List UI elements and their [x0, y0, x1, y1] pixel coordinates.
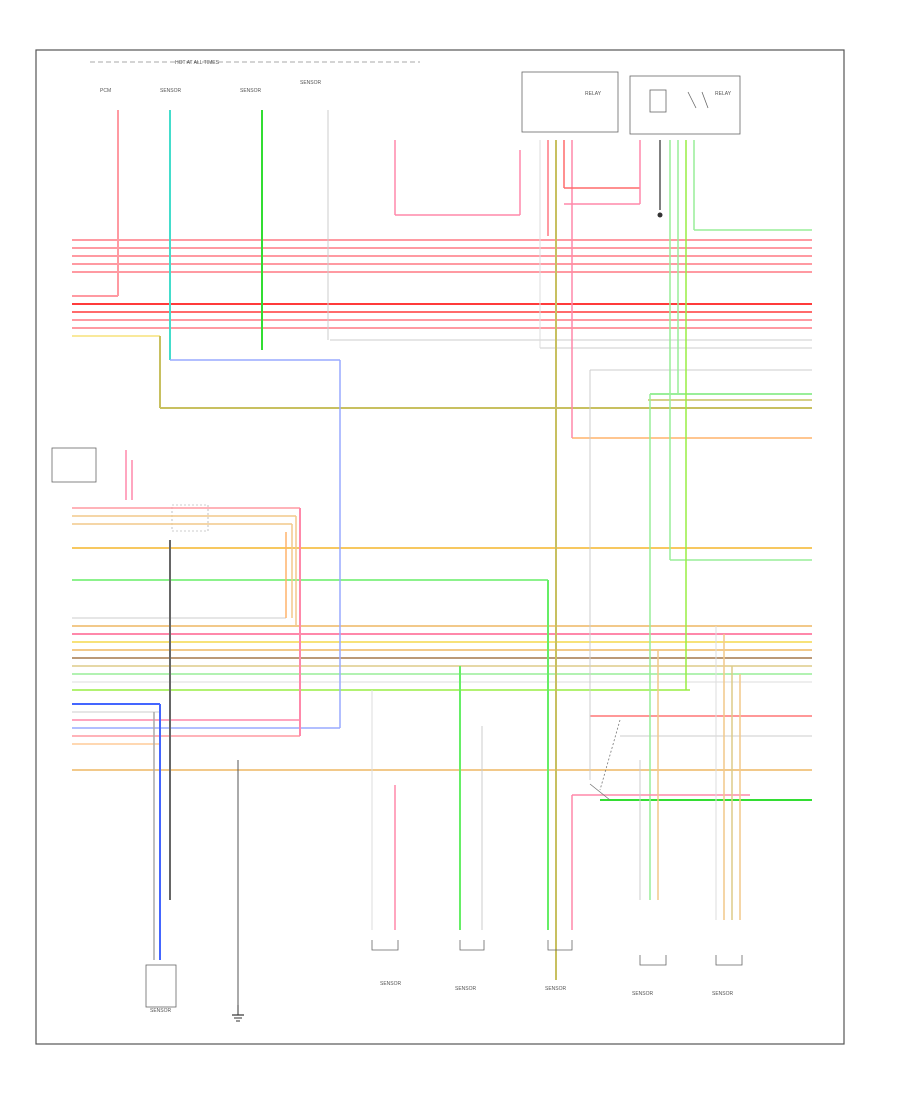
component-label: SENSOR: [300, 80, 322, 86]
relay-contact: [649, 89, 667, 113]
component-label: SENSOR: [712, 991, 734, 997]
module-box: [171, 504, 209, 532]
relay-box: [629, 75, 741, 135]
connector-ends: [145, 940, 743, 1008]
top-left-components: PCM SENSOR SENSOR SENSOR: [100, 80, 322, 94]
sensor-box: [51, 447, 97, 483]
component-label: SENSOR: [240, 88, 262, 94]
component-label: SENSOR: [455, 986, 477, 992]
splice-dot: [657, 212, 663, 218]
splices: [589, 719, 621, 801]
component-label: SENSOR: [380, 981, 402, 987]
component-label: SENSOR: [545, 986, 567, 992]
relay-boxes: RELAY RELAY: [521, 71, 741, 135]
relay-box: [521, 71, 619, 133]
component-label: SENSOR: [632, 991, 654, 997]
horizontal-wires: [72, 239, 812, 801]
bottom-components: SENSOR SENSOR SENSOR SENSOR SENSOR SENSO…: [150, 981, 734, 1014]
diagram-border: [35, 49, 845, 1045]
component-label: SENSOR: [160, 88, 182, 94]
header-title: HOT AT ALL TIMES: [175, 60, 220, 66]
ground-icon: [232, 1005, 244, 1022]
vertical-wires: [72, 110, 812, 1005]
component-label: PCM: [100, 88, 111, 94]
relay-label: RELAY: [715, 91, 732, 97]
component-label: SENSOR: [150, 1008, 172, 1014]
relay-label: RELAY: [585, 91, 602, 97]
